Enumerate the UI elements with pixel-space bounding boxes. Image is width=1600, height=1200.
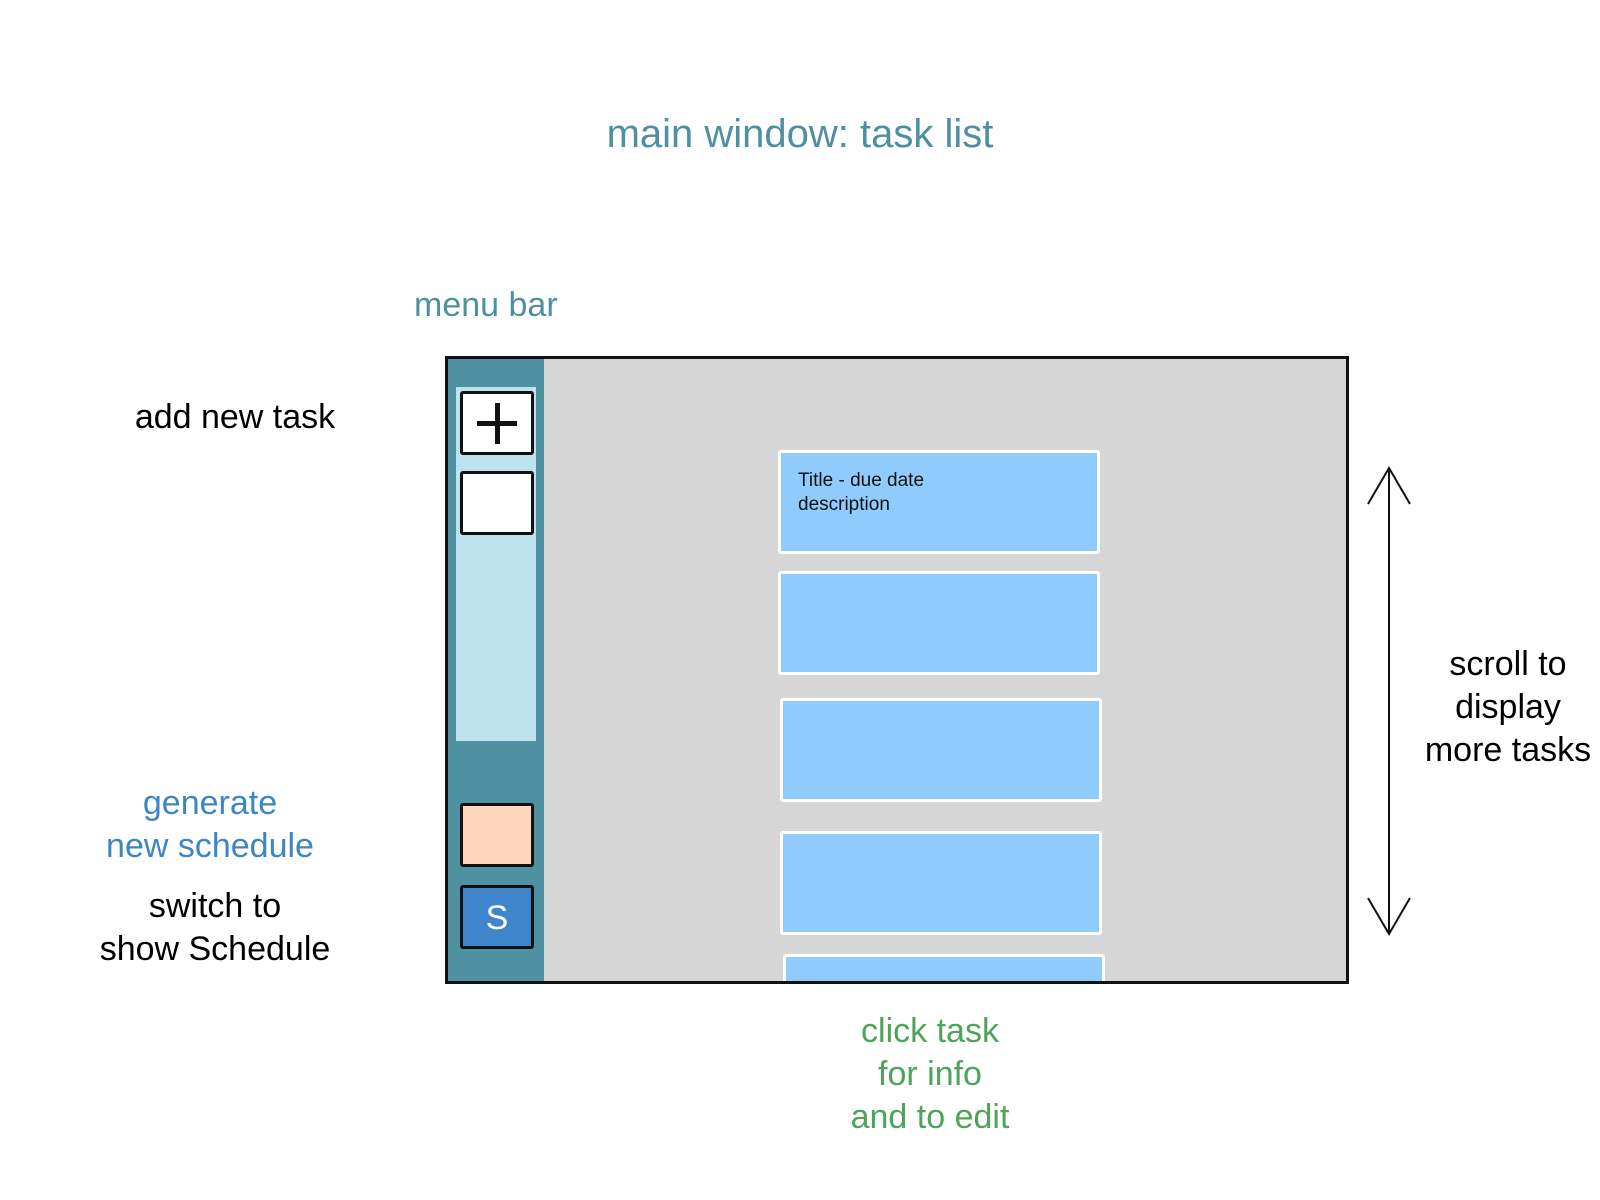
add-task-annotation: add new task <box>134 398 336 436</box>
task-description: description <box>798 494 890 515</box>
switch-annotation-line-2: show Schedule <box>99 930 331 968</box>
menu-bar-annotation: menu bar <box>414 286 558 324</box>
click-annotation-line-3: and to edit <box>850 1098 1010 1136</box>
task-card[interactable]: Title - due date description <box>778 450 1100 554</box>
add-task-button[interactable] <box>460 391 534 455</box>
blank-menu-button[interactable] <box>460 471 534 535</box>
click-annotation-line-2: for info <box>878 1055 982 1093</box>
double-arrow-vertical-icon <box>1367 466 1411 936</box>
generate-schedule-annotation: generate new schedule <box>80 782 340 868</box>
task-title: Title - due date <box>798 470 925 491</box>
generate-schedule-button[interactable] <box>460 803 534 867</box>
switch-schedule-annotation: switch to show Schedule <box>80 885 350 971</box>
scroll-annotation-line-1: scroll to <box>1449 645 1567 683</box>
menu-bar: S <box>448 359 544 981</box>
main-window: S Title - due date description <box>445 356 1349 984</box>
click-annotation-line-1: click task <box>861 1012 999 1050</box>
scroll-annotation-line-2: display <box>1455 688 1561 726</box>
generate-annotation-line-2: new schedule <box>106 827 314 865</box>
task-card[interactable] <box>778 571 1100 675</box>
generate-annotation-line-1: generate <box>142 784 278 822</box>
diagram-title: main window: task list <box>606 112 994 156</box>
scroll-annotation-line-3: more tasks <box>1424 731 1592 769</box>
scroll-annotation: scroll to display more tasks <box>1408 643 1600 772</box>
switch-annotation-line-1: switch to <box>148 887 282 925</box>
switch-to-schedule-button[interactable]: S <box>460 885 534 949</box>
task-card[interactable] <box>780 698 1102 802</box>
task-card[interactable] <box>783 954 1105 981</box>
click-task-annotation: click task for info and to edit <box>820 1010 1040 1139</box>
task-card[interactable] <box>780 831 1102 935</box>
